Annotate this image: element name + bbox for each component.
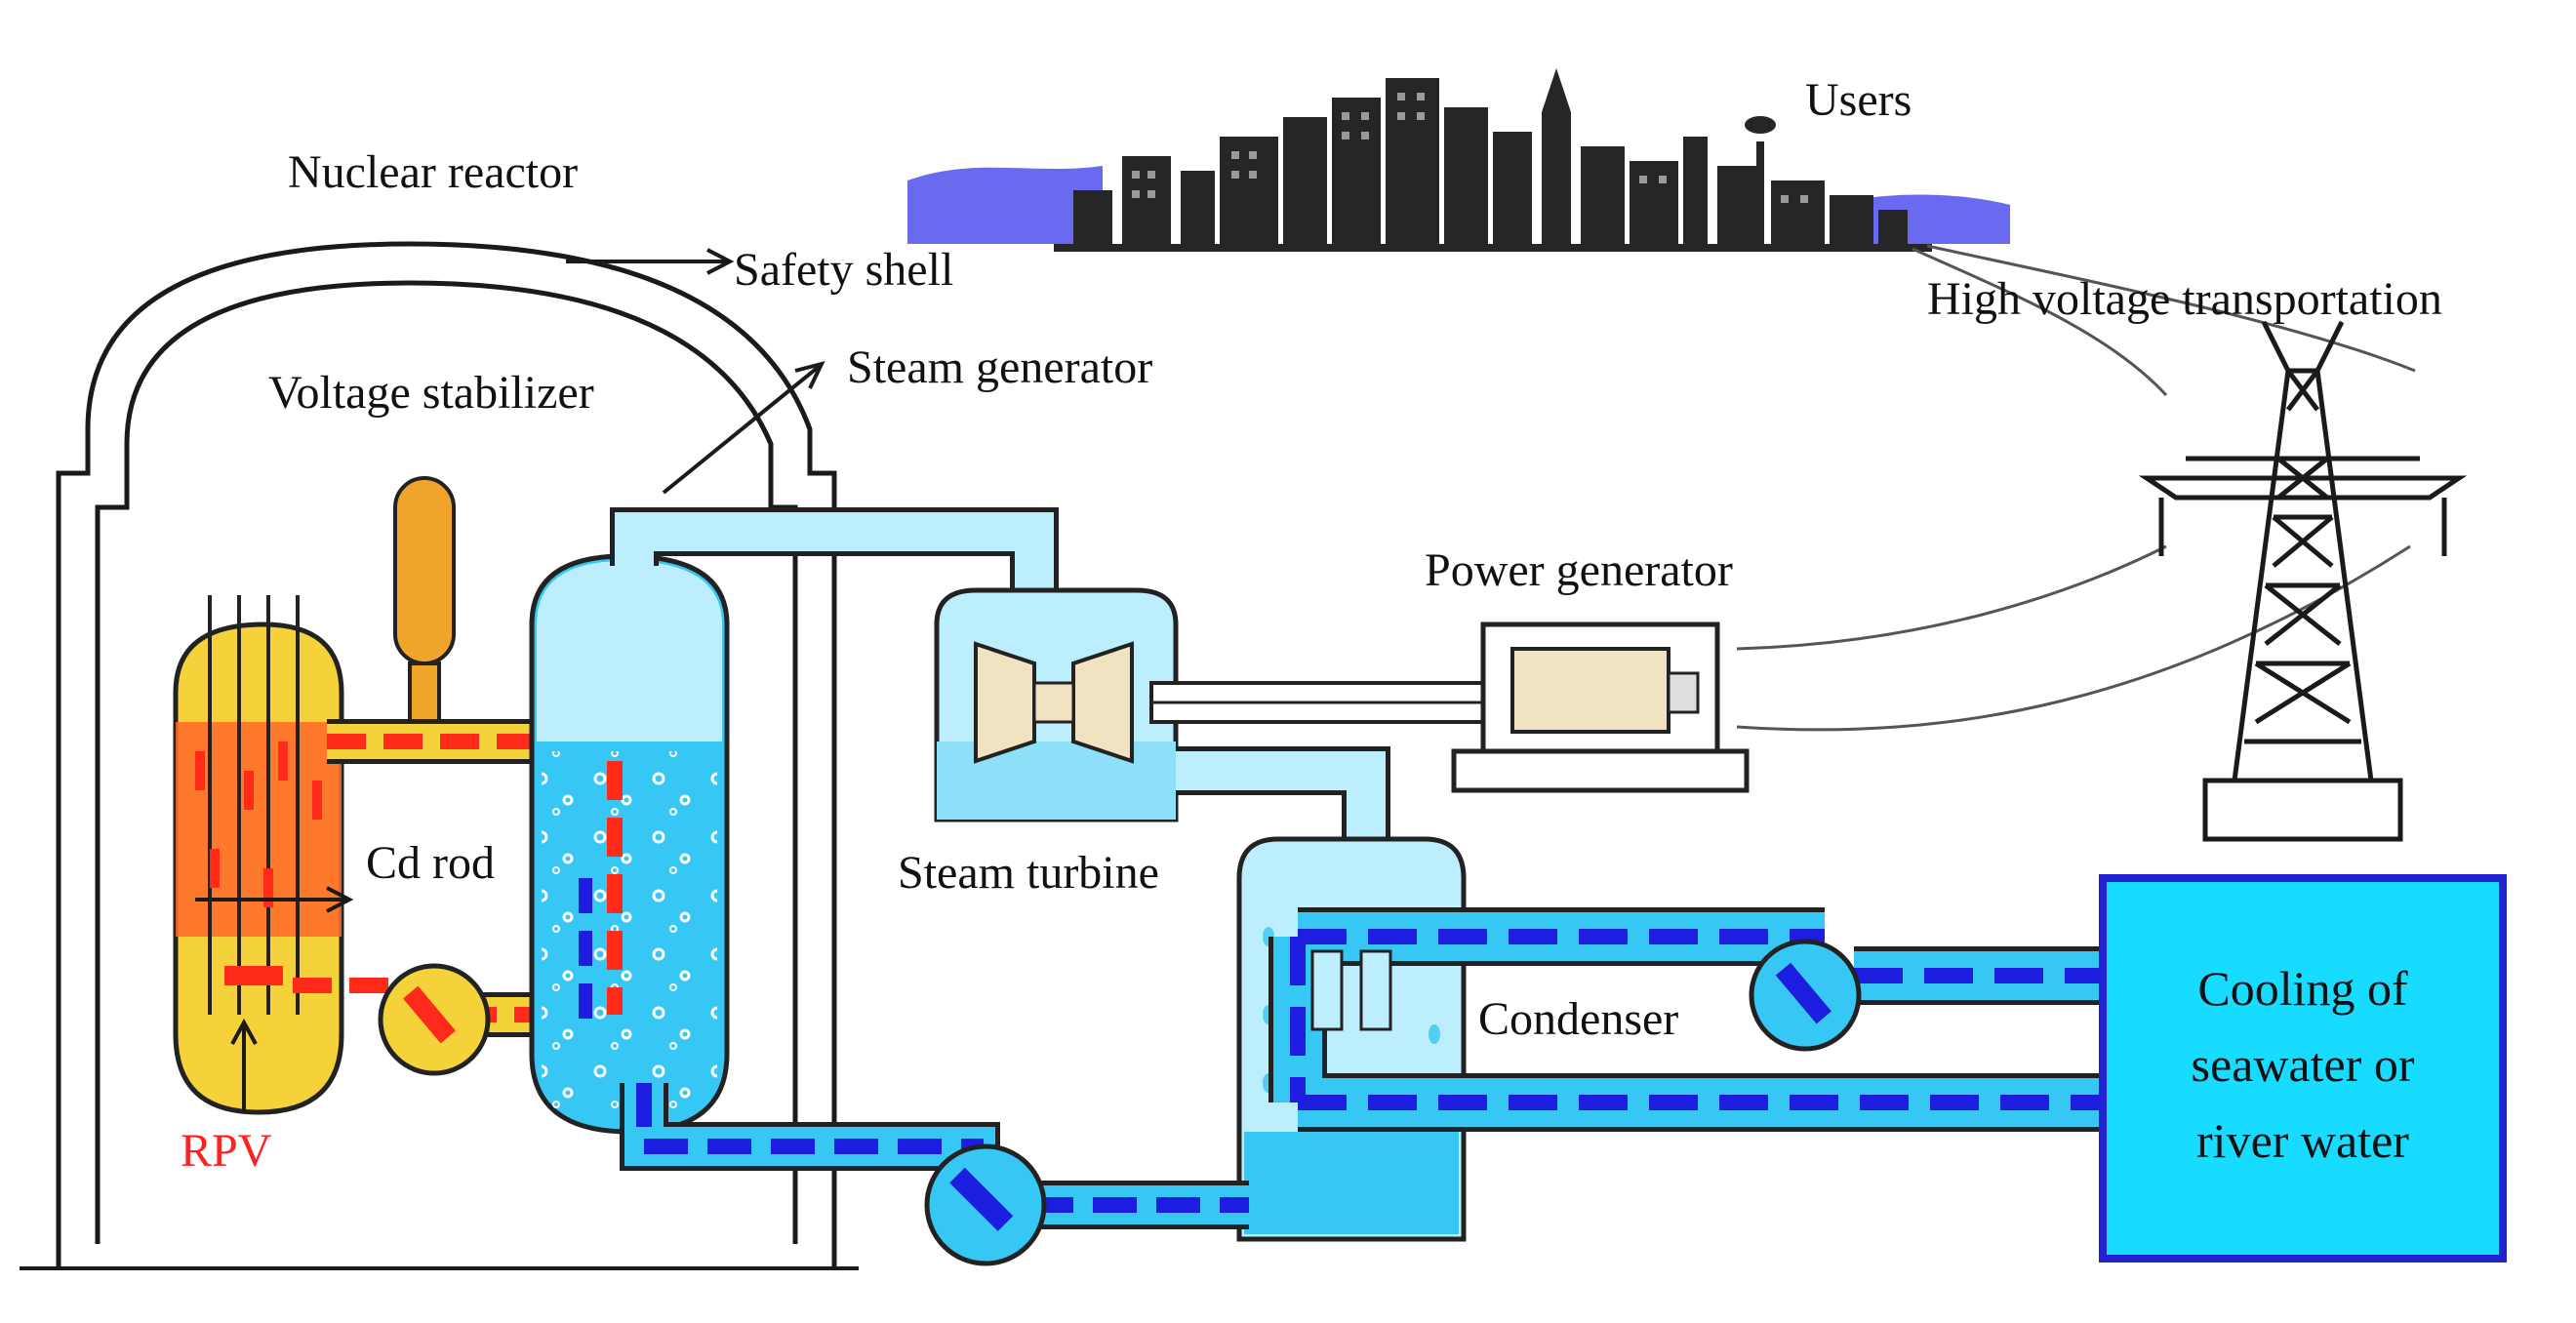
voltage-stabilizer-label: Voltage stabilizer bbox=[268, 367, 594, 419]
steam-pipe bbox=[610, 507, 1059, 605]
steam-turbine-label: Steam turbine bbox=[898, 847, 1159, 899]
cooling-label-line2: seawater or bbox=[2191, 1037, 2414, 1092]
city-skyline bbox=[907, 68, 2010, 252]
primary-pump bbox=[378, 963, 491, 1076]
cooling-label-line3: river water bbox=[2196, 1113, 2409, 1168]
rpv-label: RPV bbox=[181, 1125, 272, 1177]
voltage-stabilizer bbox=[393, 476, 456, 724]
cooling-label-line1: Cooling of bbox=[2197, 961, 2408, 1016]
cooling-pump bbox=[1749, 939, 1862, 1052]
steam-generator-tubes bbox=[579, 761, 623, 1024]
power-generator-label: Power generator bbox=[1425, 544, 1733, 596]
annotation-arrows bbox=[195, 248, 825, 1112]
transmission-tower bbox=[2138, 320, 2468, 842]
reactor-pressure-vessel bbox=[173, 595, 344, 1115]
safety-shell bbox=[20, 241, 859, 1270]
high-voltage-lines bbox=[1736, 244, 2416, 732]
cooling-water-box bbox=[2099, 874, 2507, 1263]
steam-generator bbox=[529, 553, 730, 1135]
cd-rod-label: Cd rod bbox=[366, 837, 495, 889]
steam-turbine bbox=[934, 587, 1179, 822]
safety-shell-label: Safety shell bbox=[734, 244, 953, 296]
turbine-shaft bbox=[1149, 681, 1514, 724]
power-generator bbox=[1451, 621, 1750, 793]
cooling-water-loop bbox=[1268, 907, 2108, 1132]
users-label: Users bbox=[1805, 74, 1912, 126]
feedwater-pump bbox=[924, 1143, 1047, 1266]
steam-generator-label: Steam generator bbox=[847, 341, 1152, 393]
condenser-label: Condenser bbox=[1478, 993, 1678, 1045]
nuclear-reactor-label: Nuclear reactor bbox=[288, 146, 578, 198]
high-voltage-label: High voltage transportation bbox=[1927, 273, 2442, 325]
